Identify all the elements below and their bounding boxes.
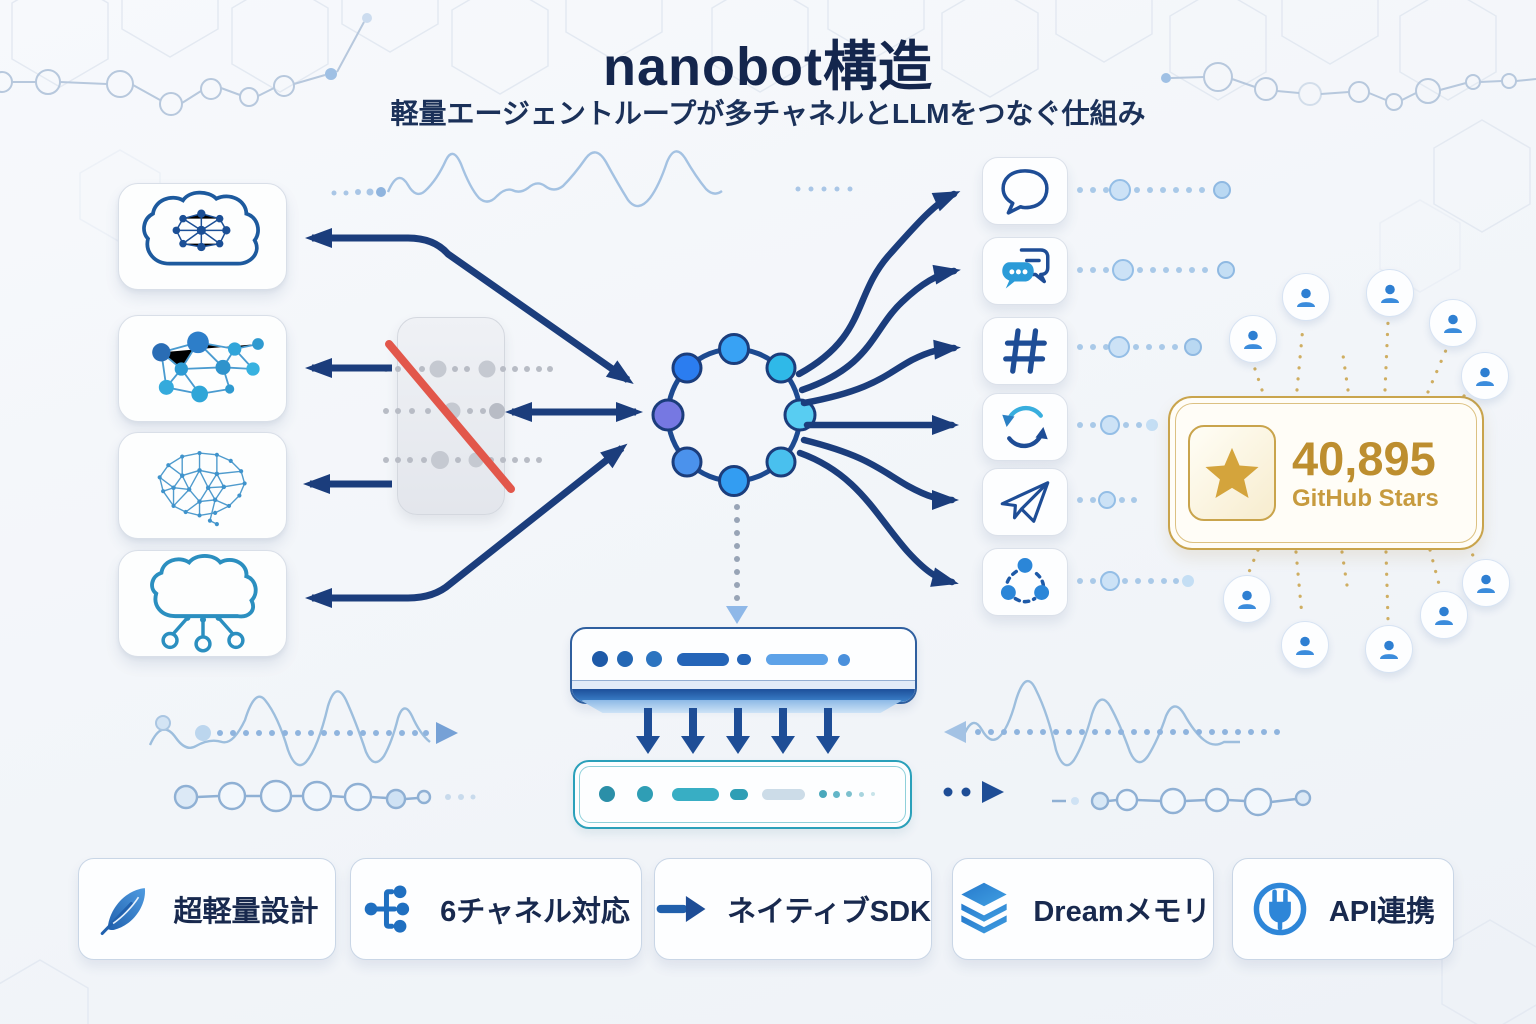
- feature-label: Dreamメモリ: [1033, 896, 1211, 928]
- sdk-down-arrows: [636, 708, 840, 754]
- bar-dot: [617, 651, 633, 667]
- user-icon: [1229, 315, 1277, 363]
- user-icon: [1462, 559, 1510, 607]
- stars-count: 40,895: [1292, 431, 1436, 485]
- channel-box-group-chat: [982, 237, 1068, 305]
- feature-label: ネイティブSDK: [727, 896, 931, 928]
- page-title: nanobot構造: [603, 37, 933, 97]
- user-icon: [1420, 591, 1468, 639]
- user-icon: [1365, 625, 1413, 673]
- native-sdk-bar-lip: [580, 700, 903, 713]
- bar-pill: [762, 789, 805, 800]
- group-chat-icon: [1002, 248, 1050, 289]
- bar-dot: [646, 651, 662, 667]
- bar-pill: [672, 788, 719, 801]
- user-icon: [1366, 269, 1414, 317]
- feature-lightweight: 超軽量設計: [78, 858, 336, 960]
- bar-band: [572, 689, 915, 702]
- channel-trails: [1077, 179, 1235, 591]
- bar-dot: [833, 791, 840, 798]
- waveform-bottom-left: [148, 690, 458, 767]
- circle-chain-bottom-right: [1052, 787, 1312, 817]
- neural-brain-icon: [157, 450, 247, 526]
- channel-box-sync: [982, 393, 1068, 461]
- page-subtitle: 軽量エージェントループが多チャネルとLLMをつなぐ仕組み: [390, 98, 1146, 129]
- source-box-node-graph: [118, 315, 287, 422]
- star-icon: [1188, 425, 1276, 521]
- feature-native-sdk: ネイティブSDK: [654, 858, 932, 960]
- bar-pill: [730, 789, 748, 800]
- bar-dot: [838, 654, 850, 666]
- channel-box-share: [982, 548, 1068, 616]
- feature-label: 6チャネル対応: [440, 896, 630, 928]
- user-icon: [1429, 299, 1477, 347]
- bar-pill: [766, 654, 828, 665]
- badge-inner-border: [1175, 403, 1477, 543]
- bar-dot: [859, 792, 864, 797]
- loop-to-memory-dotted: [726, 504, 748, 624]
- source-box-neural-brain: [118, 432, 287, 539]
- user-icon: [1281, 621, 1329, 669]
- user-icon: [1223, 575, 1271, 623]
- native-sdk-bar: [570, 627, 917, 704]
- bar-band: [572, 680, 915, 689]
- node-graph-icon: [151, 331, 264, 402]
- channel-arrows: [795, 190, 961, 587]
- feature-label: API連携: [1328, 896, 1436, 928]
- channel-box-paper-plane: [982, 468, 1068, 536]
- feature-dream-memory: Dreamメモリ: [952, 858, 1214, 960]
- bar-dot: [819, 790, 827, 798]
- sync-chat-icon: [1002, 405, 1048, 449]
- waveform-top: [331, 150, 853, 208]
- feature-label: 超軽量設計: [173, 896, 319, 928]
- memory-exit-arrow: [943, 781, 1004, 803]
- bar-dot: [599, 786, 615, 802]
- share-nodes-icon: [1000, 557, 1050, 604]
- chat-bubble-icon: [1001, 169, 1049, 215]
- channel-split-icon: [364, 885, 410, 933]
- agent-loop: [651, 333, 817, 497]
- feature-channels: 6チャネル対応: [350, 858, 642, 960]
- source-arrows: [303, 228, 643, 608]
- source-box-cloud-endpoints: [118, 550, 287, 657]
- feature-api: API連携: [1232, 858, 1454, 960]
- cloud-network-icon: [141, 190, 260, 266]
- github-stars-badge: 40,895 GitHub Stars: [1168, 396, 1484, 550]
- user-icon: [1461, 352, 1509, 400]
- user-icon: [1282, 273, 1330, 321]
- waveform-bottom-right: [944, 679, 1280, 767]
- stars-label: GitHub Stars: [1292, 484, 1439, 512]
- paper-plane-icon: [1000, 481, 1050, 523]
- source-box-cloud-network: [118, 183, 287, 290]
- channel-box-hashtag: [982, 317, 1068, 385]
- arrow-right-icon: [656, 895, 706, 923]
- layers-icon: [961, 882, 1008, 934]
- bar-dot: [846, 791, 852, 797]
- bar-inner-border: [579, 766, 906, 823]
- bar-dot: [592, 651, 608, 667]
- node-chain-top-right: [1161, 62, 1536, 111]
- bar-pill: [737, 654, 751, 665]
- bar-pill: [677, 653, 729, 666]
- bar-dot: [871, 792, 875, 796]
- circle-chain-bottom-left: [173, 779, 476, 813]
- bar-dot: [637, 786, 653, 802]
- cloud-endpoints-icon: [149, 553, 258, 653]
- node-chain-top-left: [0, 13, 372, 116]
- plug-icon: [1253, 882, 1307, 936]
- feather-icon: [101, 888, 146, 936]
- hashtag-icon: [1003, 328, 1047, 374]
- dream-memory-bar: [573, 760, 912, 829]
- channel-box-chat: [982, 157, 1068, 225]
